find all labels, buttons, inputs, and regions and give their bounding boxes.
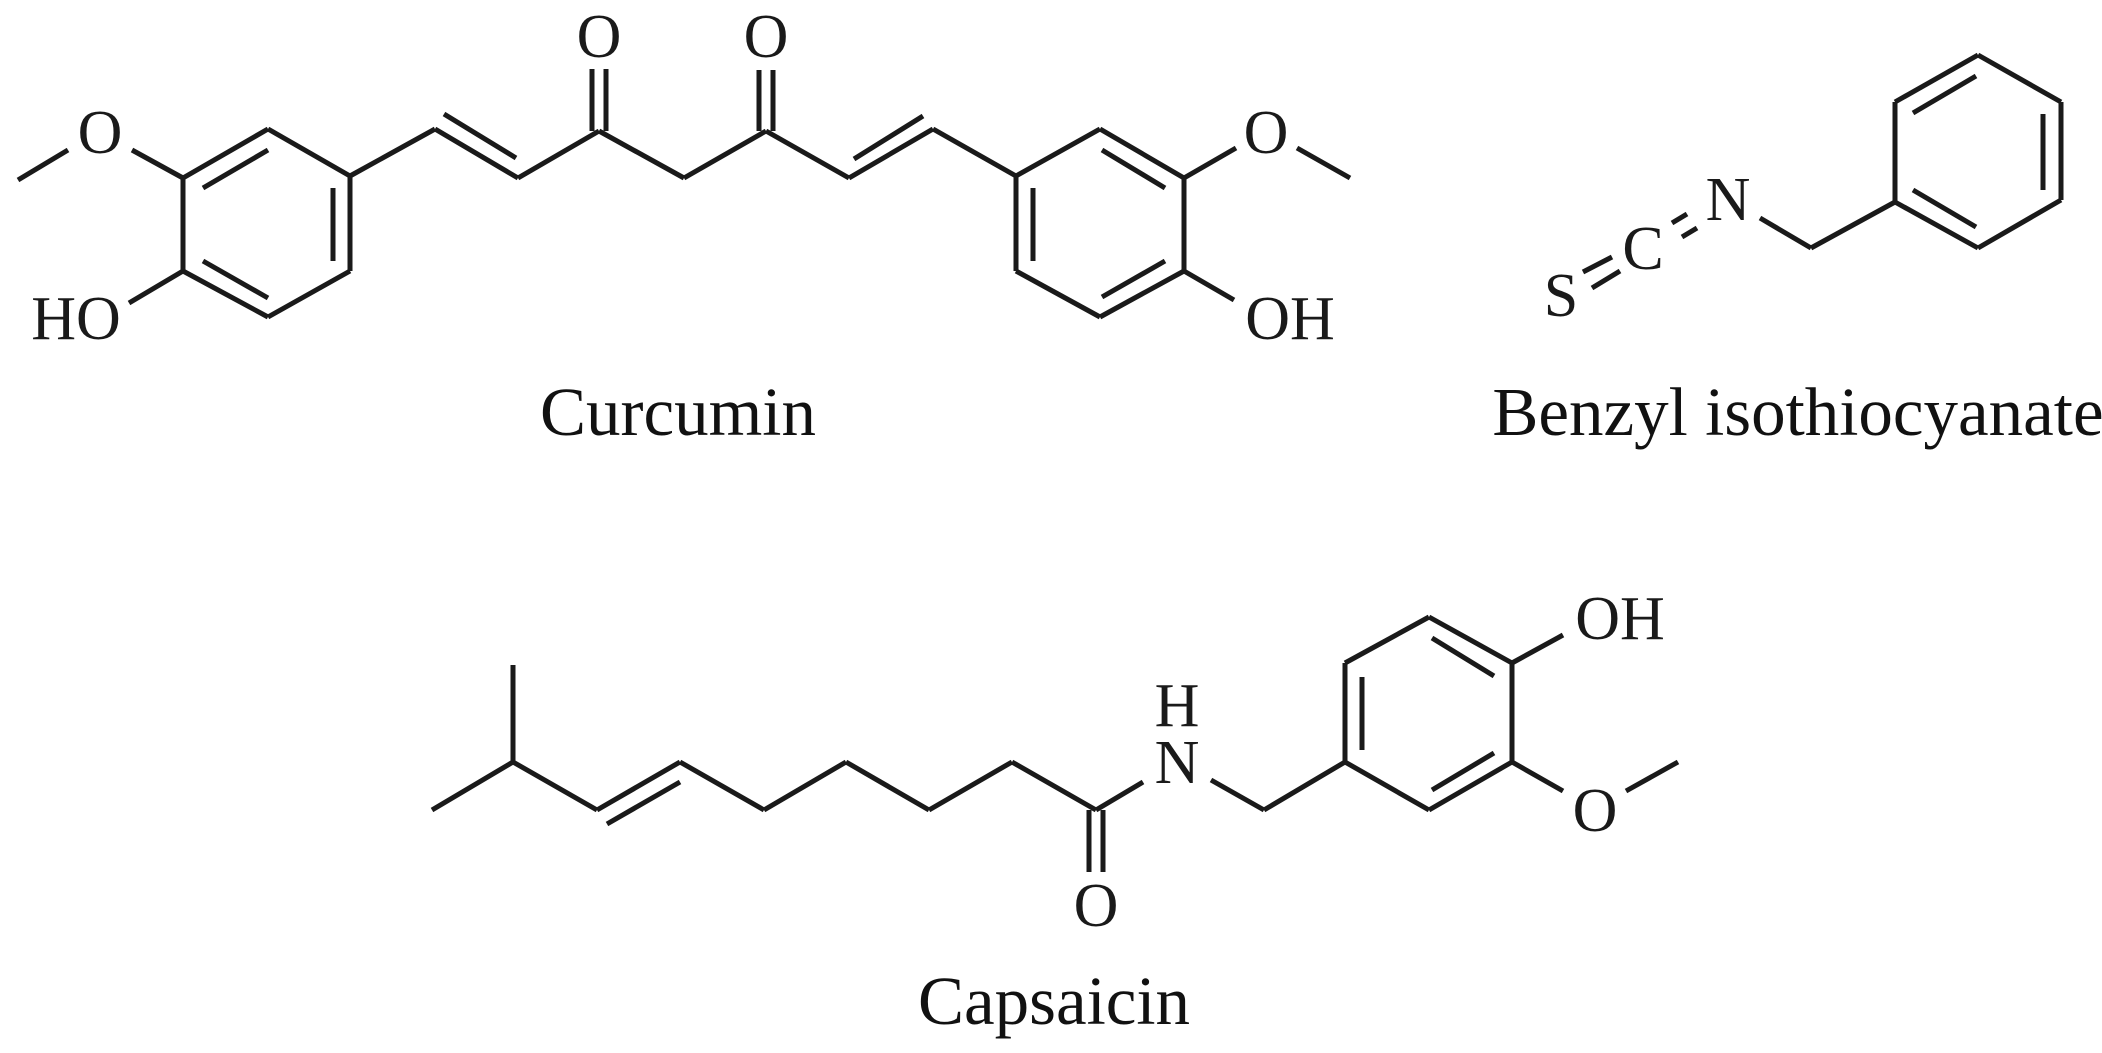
molecule-capsaicin: O H N OH O Capsaicin [430,585,1680,1039]
bond [678,759,766,813]
bond [764,128,851,181]
bond [266,268,352,320]
atom-label: OH [1575,585,1665,653]
bond [433,126,520,181]
bond [201,258,270,301]
bond [266,126,352,179]
bond [927,759,1014,813]
bond [1343,614,1431,666]
bond [1295,145,1352,181]
bond [1182,268,1236,303]
bond [430,759,515,813]
atom-label: H [1155,672,1200,740]
bond [1809,199,1897,251]
capsaicin-bonds [430,614,1680,872]
atom-label: N [1706,166,1751,234]
bond [181,126,270,181]
bond [1098,126,1186,181]
bond [1510,632,1565,666]
molecule-name-curcumin: Curcumin [540,374,816,450]
molecule-name-benzyl-isothiocyanate: Benzyl isothiocyanate [1492,374,2102,450]
bond [1590,268,1622,291]
bond [1182,145,1238,181]
bond [1343,759,1431,813]
bond [1758,215,1813,251]
bond [847,126,935,181]
bond [1976,197,2063,251]
bond [127,268,185,306]
bond [1510,759,1565,794]
curcumin-bonds [16,69,1352,320]
bond [1014,268,1102,320]
bond [1100,258,1167,300]
atom-label: N [1155,729,1200,797]
bond [181,268,270,320]
bond [595,759,682,813]
bond [130,147,185,181]
molecule-benzyl-isothiocyanate: S C N Benzyl isothiocyanate [1492,52,2102,450]
bond [1262,759,1347,813]
bond [852,113,925,162]
bond [605,779,682,827]
atom-label: O [577,3,622,71]
bond [511,759,599,813]
bond [597,128,686,181]
bond [1100,147,1167,191]
bond [1209,777,1266,813]
bond [1976,52,2063,105]
atom-label: HO [31,285,121,353]
bond [1427,614,1514,666]
benzyl-isothiocyanate-bonds [1581,52,2064,291]
bond [1670,211,1689,226]
bond [1430,635,1496,679]
bond [1094,779,1145,813]
bond [682,128,768,181]
bond [1911,187,1978,230]
bond [1624,759,1680,794]
bond [1098,268,1186,320]
atom-label: C [1622,215,1663,283]
bond [762,759,848,813]
bond [1430,750,1496,793]
bond [16,147,70,183]
bond [1680,225,1699,240]
bond [1911,73,1978,116]
bond [844,759,931,813]
molecule-name-capsaicin: Capsaicin [918,963,1190,1039]
atom-label: O [78,99,123,167]
bond [1427,759,1514,813]
molecule-curcumin: O HO O O O OH Curcumin [16,3,1352,450]
bond [1581,254,1614,275]
atom-label: O [1573,777,1618,845]
atom-label: O [744,3,789,71]
bond [348,126,437,179]
bond [1014,126,1102,179]
bond [931,126,1018,179]
bond [442,111,518,161]
atom-label: O [1074,872,1119,940]
bond [1010,759,1098,813]
atom-label: OH [1245,285,1335,353]
atom-label: S [1544,262,1578,330]
bond [201,147,270,191]
atom-label: O [1244,99,1289,167]
bond [1893,52,1980,105]
bond [516,128,601,181]
bond [1893,199,1980,251]
